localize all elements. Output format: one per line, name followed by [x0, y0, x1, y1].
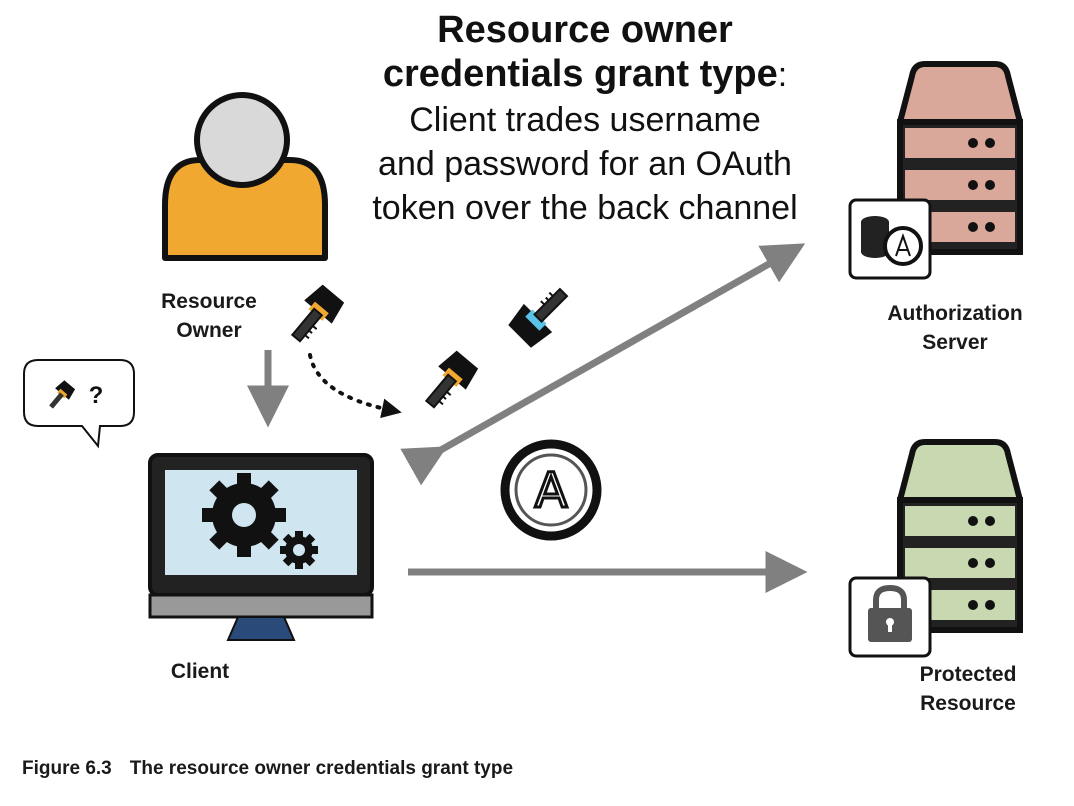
title-line-5: token over the back channel	[372, 189, 797, 227]
resource-owner-label-2: Owner	[176, 319, 241, 342]
authorization-server-label-2: Server	[922, 331, 987, 354]
gear-small-icon	[280, 531, 318, 569]
token-badge: A	[500, 439, 602, 541]
token-badge-letter: A	[535, 463, 568, 519]
title-line-2: credentials grant type:	[383, 53, 787, 95]
key-icon	[49, 380, 76, 409]
dotted-arrow	[308, 353, 402, 419]
token-key-icon	[508, 287, 569, 348]
authorization-server-icon	[848, 61, 1023, 280]
figure-number: Figure 6.3	[22, 758, 112, 779]
protected-resource-icon	[848, 439, 1023, 658]
protected-resource-label-2: Resource	[920, 692, 1016, 715]
speech-question: ?	[89, 382, 104, 409]
protected-resource-label-1: Protected	[920, 663, 1017, 686]
figure-caption: Figure 6.3 The resource owner credentials…	[22, 758, 513, 780]
client-label: Client	[171, 660, 229, 683]
speech-bubble: ?	[23, 359, 135, 449]
title-line-2-bold: credentials grant type	[383, 53, 778, 95]
figure-caption-text: The resource owner credentials grant typ…	[129, 758, 514, 779]
client-computer-icon	[148, 453, 374, 641]
lock-icon	[848, 576, 932, 658]
gear-icon	[202, 473, 286, 557]
title-line-1: Resource owner	[437, 9, 733, 51]
key-icon	[290, 284, 345, 343]
title-line-4: and password for an OAuth	[378, 145, 792, 183]
diagram-title: Resource owner credentials grant type: C…	[372, 9, 797, 227]
title-colon: :	[778, 56, 787, 94]
key-icon	[424, 350, 479, 409]
resource-owner-label-1: Resource	[161, 290, 257, 313]
authorization-server-label-1: Authorization	[887, 302, 1022, 325]
arrow-client-auth-server	[400, 243, 806, 486]
token-database-icon	[848, 198, 932, 280]
resource-owner-icon	[162, 92, 328, 261]
title-line-3: Client trades username	[409, 101, 761, 139]
